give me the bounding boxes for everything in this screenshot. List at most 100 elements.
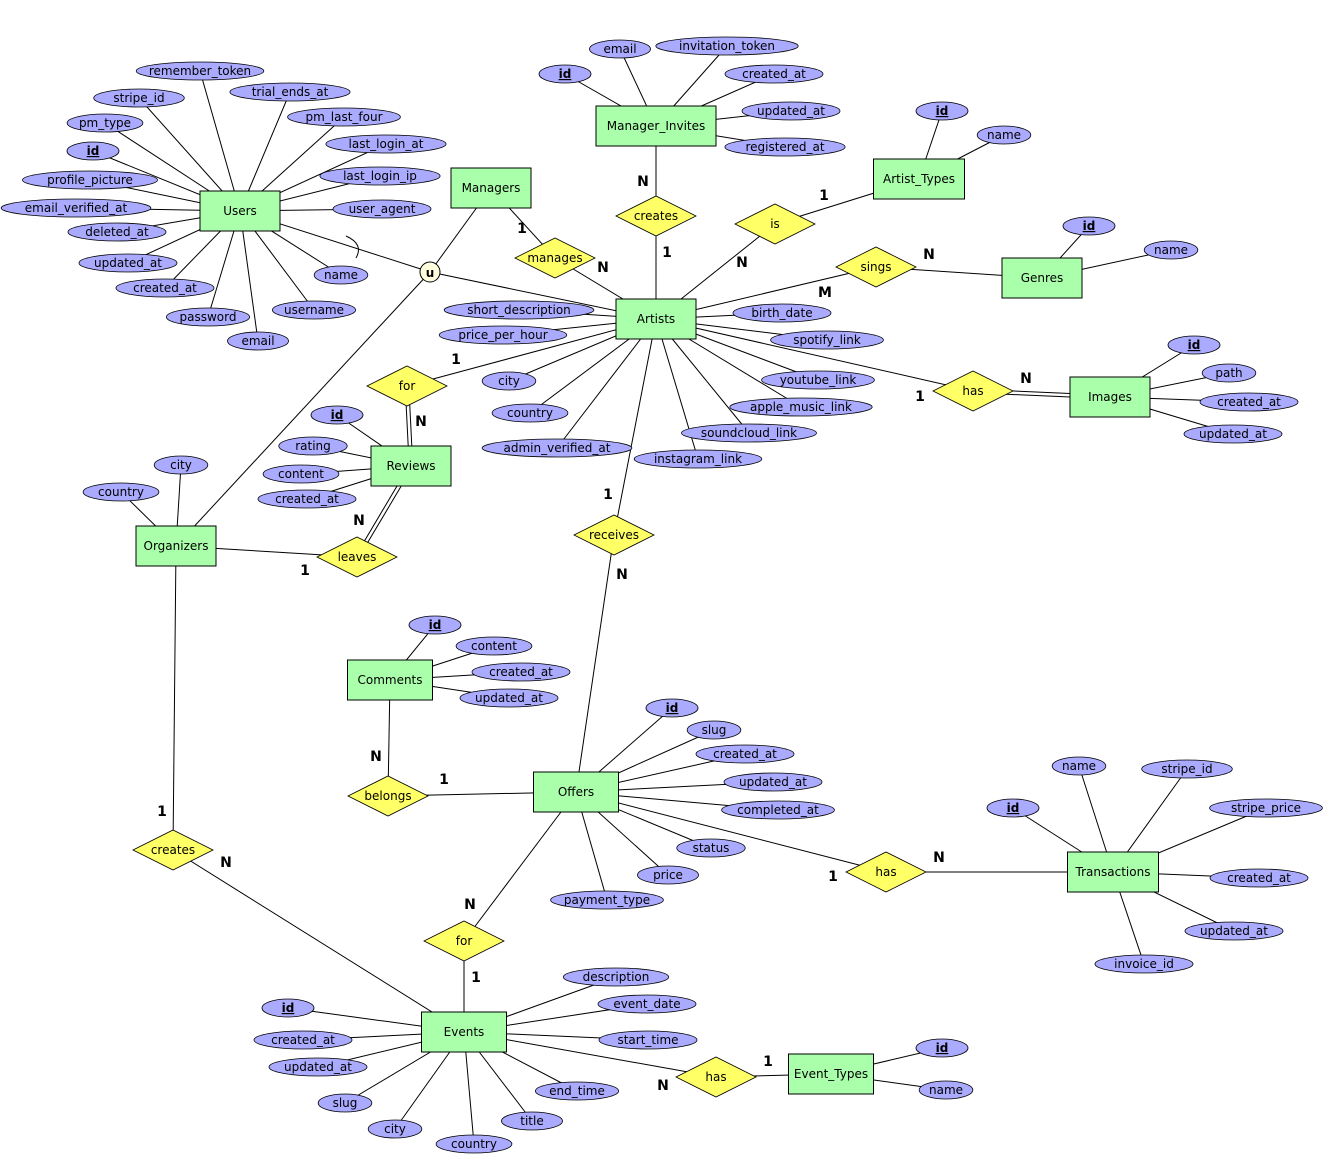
entity-label: Images [1088,390,1132,404]
relationship-has_trans[interactable]: has [845,851,927,893]
relationship-belongs[interactable]: belongs [347,775,429,817]
attribute-label: content [471,639,517,653]
entity-event_types[interactable]: Event_Types [788,1053,874,1095]
attribute-label: price_per_hour [458,328,547,342]
relationship-diamond [316,536,398,578]
cardinality-label: N [923,247,935,263]
attribute-ellipse [455,636,533,656]
relationship-diamond [675,1056,757,1098]
attribute-comments-updated_at: updated_at [459,688,559,708]
cardinality-label: N [637,174,649,190]
relationship-receives[interactable]: receives [573,514,655,556]
union-circle [419,261,441,283]
attribute-ellipse [332,199,432,219]
relationship-has_event_types[interactable]: has [675,1056,757,1098]
entity-label: Event_Types [794,1067,868,1081]
relationship-is[interactable]: is [734,203,816,245]
primary-key-label: id [936,1041,949,1055]
attribute-users-pm_type: pm_type [66,113,144,133]
attribute-reviews-content: content [262,464,340,484]
entity-organizers[interactable]: Organizers [135,525,217,567]
entity-reviews[interactable]: Reviews [370,445,452,487]
entity-artists[interactable]: Artists [615,298,697,340]
attribute-ellipse [435,1134,513,1154]
attribute-label: created_at [1217,395,1281,409]
entity-transactions[interactable]: Transactions [1067,851,1159,893]
attribute-ellipse [22,170,158,190]
union-label: u [426,266,435,280]
entity-users[interactable]: Users [199,190,281,232]
entity-comments[interactable]: Comments [347,659,433,701]
cardinality-label: N [464,897,476,913]
attribute-images-updated_at: updated_at [1183,424,1283,444]
relationship-has_images[interactable]: has [932,370,1014,412]
relationship-for_events[interactable]: for [423,920,505,962]
attribute-label: updated_at [475,691,543,705]
relationship-diamond [347,775,429,817]
entity-managers[interactable]: Managers [450,167,532,209]
attribute-label: email_verified_at [25,201,128,215]
primary-key-label: id [1083,219,1096,233]
attribute-ellipse [535,1081,620,1101]
relationship-label: receives [589,528,639,542]
attribute-label: price [653,868,683,882]
attribute-label: city [384,1122,406,1136]
attribute-ellipse [310,405,364,425]
attribute-artists-short_description: short_description [443,300,595,320]
attribute-label: created_at [713,747,777,761]
relationship-org_creates[interactable]: creates [132,829,214,871]
attribute-artists-country: country [491,403,569,423]
attribute-label: updated_at [1200,924,1268,938]
cardinality-label: N [616,567,628,583]
entity-box [788,1053,874,1095]
attribute-transactions-id: id [986,798,1040,818]
relationship-mi_creates[interactable]: creates [615,195,697,237]
relationship-sings[interactable]: sings [835,246,917,288]
cardinality-label: N [1020,371,1032,387]
relationship-label: for [399,379,416,393]
entity-artist_types[interactable]: Artist_Types [873,158,965,200]
entity-genres[interactable]: Genres [1001,257,1083,299]
attribute-ellipse [598,1030,698,1050]
relationship-leaves[interactable]: leaves [316,536,398,578]
attribute-label: invitation_token [679,39,775,53]
attribute-event_types-name: name [918,1080,974,1100]
attribute-ellipse [589,39,651,59]
attribute-ellipse [686,720,742,740]
attribute-label: country [507,406,553,420]
entity-manager_invites[interactable]: Manager_Invites [595,105,717,147]
relationship-manages[interactable]: manages [514,237,596,279]
attribute-ellipse [986,798,1040,818]
entity-box [421,1011,507,1053]
relationship-diamond [932,370,1014,412]
primary-key-label: id [429,618,442,632]
attribute-ellipse [761,370,875,390]
relationship-label: is [770,217,780,231]
primary-key-label: id [559,67,572,81]
attribute-label: email [603,42,636,56]
attribute-label: city [170,458,192,472]
attribute-offers-payment_type: payment_type [550,890,664,910]
entity-offers[interactable]: Offers [533,771,619,813]
cardinality-label: 1 [157,804,167,820]
attribute-ellipse [471,662,571,682]
attribute-ellipse [317,1093,373,1113]
attribute-manager_invites-updated_at: updated_at [741,101,841,121]
primary-key-label: id [87,144,100,158]
relationship-label: sings [860,260,891,274]
attribute-event_types-id: id [915,1038,969,1058]
attribute-ellipse [645,698,699,718]
attribute-transactions-updated_at: updated_at [1184,921,1284,941]
entity-events[interactable]: Events [421,1011,507,1053]
attribute-ellipse [976,125,1032,145]
attribute-transactions-invoice_id: invoice_id [1094,954,1194,974]
attribute-ellipse [0,198,152,218]
attribute-transactions-created_at: created_at [1209,868,1309,888]
attribute-ellipse [1167,335,1221,355]
entity-images[interactable]: Images [1069,376,1151,418]
union-node: u [419,261,441,283]
cardinality-label: 1 [471,970,481,986]
entity-box [370,445,452,487]
relationship-for_reviews[interactable]: for [366,365,448,407]
entity-box [450,167,532,209]
